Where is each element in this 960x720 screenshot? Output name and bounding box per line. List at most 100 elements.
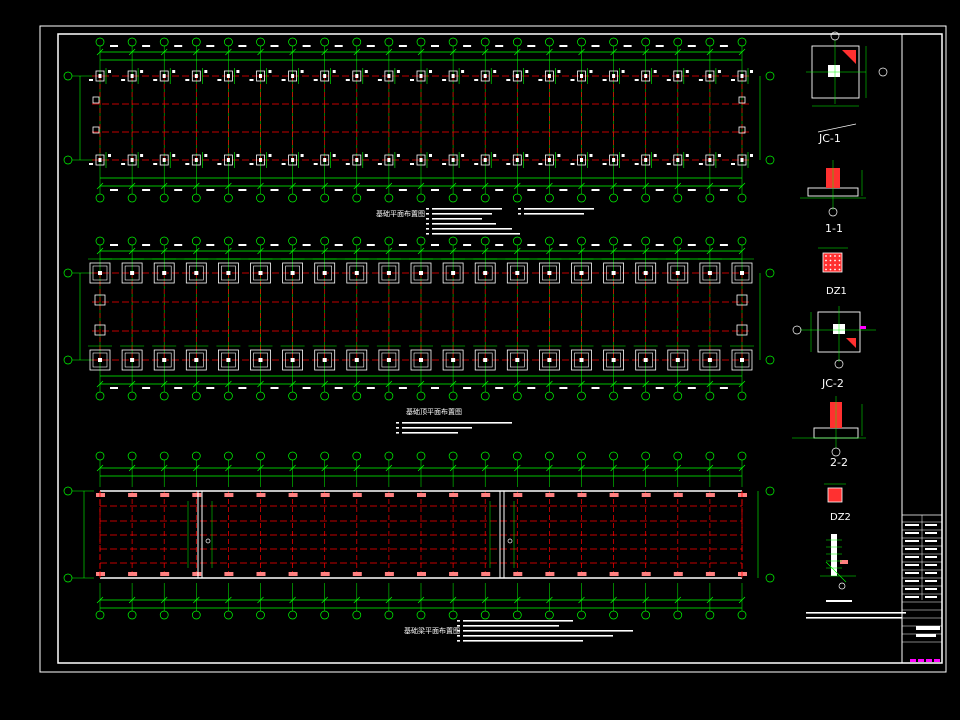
footing-step-outline xyxy=(189,352,204,368)
footing-label-mark xyxy=(442,79,447,81)
footing-label-mark xyxy=(217,163,222,165)
note-number-mark xyxy=(426,208,429,210)
footing-label-mark xyxy=(653,70,657,73)
column-section xyxy=(290,271,295,275)
column-section xyxy=(676,158,680,162)
column-section xyxy=(547,358,552,362)
dimension-text-mark xyxy=(366,45,375,47)
title-block-text-mark xyxy=(925,532,937,534)
dimension-tick xyxy=(449,247,457,255)
dimension-tick xyxy=(546,182,553,190)
dimension-tick xyxy=(546,247,553,255)
title-block-text-mark xyxy=(925,580,937,582)
footing-outline xyxy=(641,70,651,82)
dimension-text-mark xyxy=(623,244,632,246)
column-section xyxy=(547,158,551,162)
column-section xyxy=(386,271,391,275)
footing-pad-outline xyxy=(506,349,528,371)
footing-outline xyxy=(127,154,137,166)
footing-pad-outline xyxy=(153,349,175,371)
footing-label-mark xyxy=(121,163,126,165)
footing-outline xyxy=(577,154,586,166)
beam-column-pad xyxy=(320,572,330,576)
footing-pad-outline xyxy=(635,349,657,371)
dimension-text-mark xyxy=(527,45,536,47)
dimension-tick xyxy=(160,380,168,388)
sec2-axis-bubble xyxy=(831,447,841,457)
column-section xyxy=(643,358,648,362)
footing-label-mark xyxy=(589,70,593,73)
dimension-text-mark xyxy=(174,45,183,47)
footing-outline xyxy=(159,154,169,166)
dimension-tick xyxy=(449,48,457,56)
footing-label-mark xyxy=(364,70,368,73)
dimension-tick xyxy=(738,247,746,255)
dimension-tick xyxy=(610,380,617,388)
footing-label-mark xyxy=(281,79,286,81)
beam-column-pad xyxy=(577,493,587,497)
title-block-text-mark xyxy=(905,548,919,550)
dimension-tick xyxy=(674,380,682,388)
footing-label-mark xyxy=(698,163,703,165)
footing-label-mark xyxy=(268,70,272,73)
note-text-line xyxy=(524,213,584,215)
footing-label-mark xyxy=(634,79,639,81)
beam-column-pad xyxy=(160,572,170,576)
beam-column-pad xyxy=(545,493,555,497)
detail-jc1-label: JC-1 xyxy=(818,132,841,145)
beam-column-pad xyxy=(128,493,138,497)
title-block-text-mark xyxy=(905,564,919,566)
beam-column-pad xyxy=(256,572,266,576)
footing-pad-outline xyxy=(378,262,400,284)
jc1-axis-bubble xyxy=(878,67,888,77)
column-section xyxy=(226,358,231,362)
note-text-line xyxy=(432,218,482,220)
footing-label-mark xyxy=(461,154,465,157)
detail-jc2-label: JC-2 xyxy=(821,377,844,390)
title-block-text-mark xyxy=(925,540,937,542)
dimension-tick xyxy=(385,182,393,190)
end-footing-outline xyxy=(94,294,106,306)
dimension-tick xyxy=(193,247,200,255)
dz1-rebar-dot xyxy=(838,268,841,271)
dimension-tick xyxy=(385,247,393,255)
footing-label-mark xyxy=(717,70,721,73)
dimension-tick xyxy=(385,380,393,388)
column-section xyxy=(226,74,230,78)
footing-label-mark xyxy=(172,70,176,73)
dimension-text-mark xyxy=(719,45,728,47)
beam-detail-bubble xyxy=(838,582,846,590)
footing-step-outline xyxy=(253,352,268,368)
dimension-text-mark xyxy=(655,387,664,389)
footing-pad-outline xyxy=(217,262,239,284)
dimension-text-mark xyxy=(206,189,215,191)
footing-outline xyxy=(512,154,522,166)
footing-outline xyxy=(512,70,522,82)
beam-column-pad xyxy=(192,572,202,576)
note-number-mark xyxy=(426,228,429,230)
beam-column-pad xyxy=(673,493,683,497)
column-section xyxy=(612,74,616,78)
title-block-text-mark xyxy=(925,572,937,574)
footing-label-mark xyxy=(429,154,432,157)
jc2-rebar-hatch xyxy=(846,338,856,348)
column-section xyxy=(258,358,263,362)
footing-label-mark xyxy=(153,163,158,165)
dimension-text-mark xyxy=(398,45,407,47)
beam-column-pad xyxy=(352,572,362,576)
footing-label-mark xyxy=(249,79,254,81)
title-block-text-mark xyxy=(925,596,937,598)
dimension-text-mark xyxy=(591,189,600,191)
end-column-outline xyxy=(92,96,100,104)
dimension-text-mark xyxy=(110,189,118,191)
footing-step-outline xyxy=(124,265,140,281)
title-block-drawing-name xyxy=(916,634,936,637)
footing-outline xyxy=(352,70,362,82)
jc1-rebar-hatch xyxy=(842,50,856,64)
column-section xyxy=(483,271,488,275)
dimension-text-mark xyxy=(687,387,696,389)
footing-label-mark xyxy=(377,79,382,81)
dimension-text-mark xyxy=(142,387,151,389)
title-block-accent-mark xyxy=(934,659,940,662)
dz1-rebar-dot xyxy=(829,264,832,266)
